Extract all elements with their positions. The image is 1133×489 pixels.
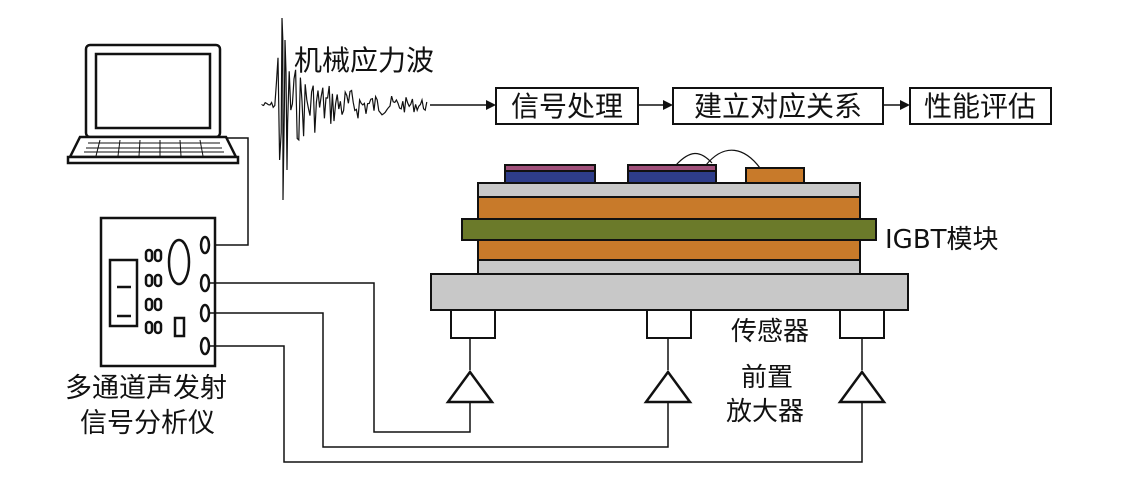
sensor-leads xyxy=(469,338,863,370)
amplifier-icon xyxy=(643,369,693,404)
laptop-icon xyxy=(66,43,240,165)
analyzer-icon xyxy=(99,216,217,368)
performance-label: 性能评估 xyxy=(924,90,1036,123)
sensor-icon xyxy=(839,309,885,339)
igbt-module xyxy=(430,149,909,311)
signal-processing-box xyxy=(495,87,639,125)
analyzer-label-line2: 信号分析仪 xyxy=(80,408,215,439)
signal-processing-label: 信号处理 xyxy=(511,90,623,123)
correlation-label: 建立对应关系 xyxy=(694,90,862,123)
correlation-box xyxy=(672,87,884,125)
sensor-label: 传感器 xyxy=(731,317,809,347)
stress-wave xyxy=(261,17,428,201)
performance-box xyxy=(909,87,1052,125)
signal-cables xyxy=(209,282,863,463)
amplifier-icon xyxy=(445,369,495,404)
amplifier-icon xyxy=(837,369,887,404)
sensors xyxy=(450,309,885,339)
wave-label: 机械应力波 xyxy=(294,44,434,77)
baseplate xyxy=(430,273,909,311)
analyzer-label-line1: 多通道声发射 xyxy=(65,373,227,404)
terminal-pad xyxy=(745,167,805,184)
sensor-icon xyxy=(646,309,692,339)
process-chain: 信号处理 建立对应关系 性能评估 xyxy=(430,87,1052,125)
ceramic-substrate xyxy=(461,218,877,241)
preamp-label-line1: 前置 xyxy=(741,363,793,393)
laptop-cable xyxy=(213,137,249,246)
preamp-label-line2: 放大器 xyxy=(726,397,804,427)
preamplifiers xyxy=(445,369,887,404)
igbt-label: IGBT模块 xyxy=(885,225,999,255)
sensor-icon xyxy=(450,309,496,339)
